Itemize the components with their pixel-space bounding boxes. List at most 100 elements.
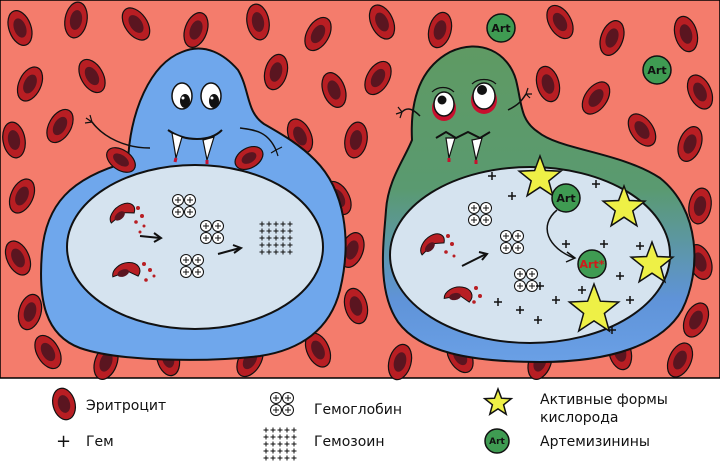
erythrocyte [121,7,151,41]
erythrocyte [686,74,714,110]
degraded-erythrocyte [109,202,136,224]
erythrocyte-fragments [134,206,146,234]
legend-hemoglobin-label: Гемоглобин [314,402,402,418]
heme [636,242,644,250]
artemisinin-molecule [642,55,672,85]
legend-artemisinin-icon [484,428,510,454]
heme [616,272,624,280]
hemoglobin-cluster [514,268,538,292]
erythrocyte [8,178,36,214]
green-left-claw [395,106,403,119]
arrow [217,247,241,255]
held-erythrocyte [106,147,136,173]
degraded-erythrocyte [112,261,141,278]
legend: Эритроцит + Гем Гемоглобин Гемозоин Акти… [51,386,668,461]
heme [488,172,496,180]
ros-star [517,153,563,198]
heme [562,240,570,248]
erythrocyte [183,12,209,48]
legend-ros-icon [482,386,514,417]
legend-ros-label-1: Активные формы [540,392,668,408]
degraded-erythrocyte [420,233,445,256]
heme [552,296,560,304]
legend-hemozoin-label: Гемозоин [314,434,385,450]
activated-artemisinin [577,249,607,279]
erythrocyte-fragments [444,234,456,258]
art-label: Art [556,192,575,205]
legend-ros-label-2: кислорода [540,410,618,426]
blue-eyes [171,82,222,110]
legend-hemoglobin-icon [270,392,294,416]
heme [626,296,634,304]
erythrocyte [344,121,368,159]
blue-right-claw [270,146,283,157]
erythrocyte [4,240,32,276]
erythrocyte [246,3,270,41]
erythrocyte [321,72,347,108]
heme [536,282,544,290]
erythrocyte [2,121,26,159]
blue-right-arm [239,127,277,151]
heme [578,286,586,294]
erythrocyte [546,4,574,40]
erythrocyte [666,342,694,378]
erythrocyte [368,4,396,40]
legend-art-icon-label: Art [489,437,505,447]
erythrocyte [304,16,332,52]
blue-left-arm [91,121,151,149]
legend-erythrocyte-icon [51,387,77,421]
erythrocyte [343,287,369,325]
erythrocyte [688,187,712,225]
hemoglobin-cluster [500,230,524,254]
ros-star [629,239,675,284]
hemoglobin-cluster [200,220,224,244]
blood-drop [173,157,178,163]
arrow [139,235,161,239]
blue-digestion-pathway [109,194,293,282]
art-active-label: Art* [580,258,605,271]
erythrocyte [364,60,392,96]
artemisinin-molecule [551,183,581,213]
blue-left-claw [84,114,93,124]
ros-star [601,183,647,228]
erythrocyte-fragments [472,286,482,304]
hemoglobin-cluster [468,202,492,226]
erythrocyte [34,334,62,370]
erythrocyte [46,108,74,144]
erythrocyte [17,293,43,331]
arrow [461,253,487,267]
erythrocyte [387,343,413,381]
erythrocyte [16,66,44,102]
erythrocyte [581,81,611,115]
erythrocyte-fragments [142,262,156,282]
erythrocyte [78,58,106,94]
blue-food-vacuole [66,164,324,330]
blue-parasite [39,47,347,361]
art-label: Art [491,22,510,35]
hemoglobin-cluster [180,254,204,278]
heme [494,298,502,306]
green-left-arm [401,108,421,117]
heme [600,240,608,248]
degraded-erythrocyte [443,286,473,303]
erythrocyte [427,11,453,49]
green-right-arm [507,93,527,111]
green-fang-right [471,137,483,161]
heme [516,306,524,314]
legend-artemisinins-label: Артемизинины [540,434,650,450]
erythrocyte [535,65,561,103]
hemozoin-crystal [259,221,293,255]
ros-star [567,281,621,333]
green-right-claw [525,87,532,99]
heme [592,180,600,188]
green-mouth [435,130,491,140]
legend-hemozoin-icon [263,427,297,461]
erythrocyte [599,20,625,56]
art-label: Art [647,64,666,77]
green-eyes [431,78,497,121]
green-parasite: Art Art* [381,45,696,364]
blue-fang-left [171,132,183,159]
erythrocyte [263,53,289,91]
heme [508,192,516,200]
